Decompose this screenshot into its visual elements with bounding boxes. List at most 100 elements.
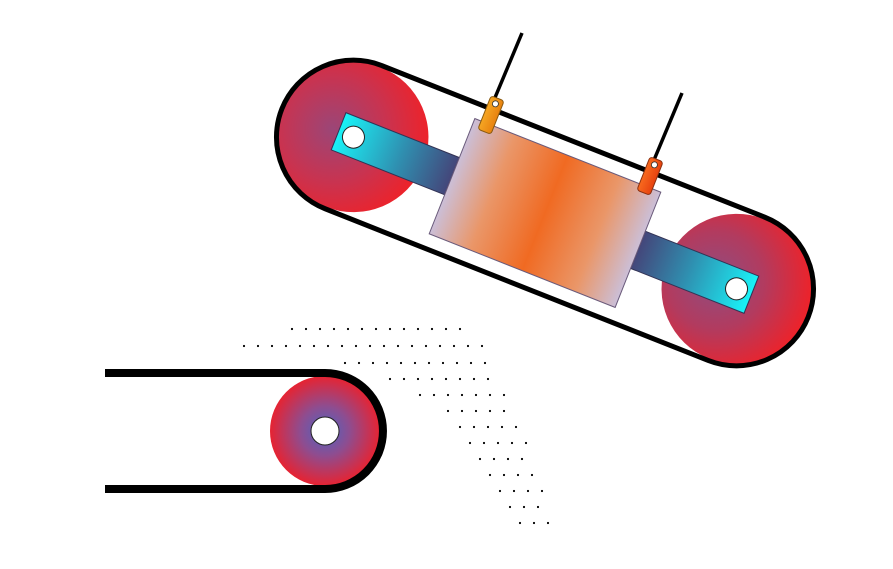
spray-dot — [402, 327, 406, 331]
spray-dot — [438, 344, 442, 348]
spray-dot — [256, 344, 260, 348]
spray-dot — [298, 344, 302, 348]
spray-dot — [458, 377, 462, 381]
spray-dot — [474, 393, 478, 397]
spray-dot — [502, 473, 506, 477]
spray-dot — [284, 344, 288, 348]
spray-dot — [242, 344, 246, 348]
spray-dot — [441, 361, 445, 365]
spray-dot — [326, 344, 330, 348]
spray-dot — [430, 327, 434, 331]
spray-dot — [410, 344, 414, 348]
spray-dot — [432, 393, 436, 397]
spray-dot — [318, 327, 322, 331]
lower-conveyor-assembly — [105, 369, 387, 493]
lower-belt — [105, 369, 387, 493]
spray-dot — [514, 425, 518, 429]
spray-dot — [518, 521, 522, 525]
spray-dot — [512, 489, 516, 493]
spray-dot — [516, 473, 520, 477]
upper-conveyor-assembly — [273, 57, 817, 369]
spray-dot — [343, 361, 347, 365]
spray-dot — [488, 393, 492, 397]
spray-dot — [458, 327, 462, 331]
spray-dot — [524, 441, 528, 445]
spray-dot — [500, 425, 504, 429]
spray-dot — [270, 344, 274, 348]
central-body — [428, 117, 662, 309]
spray-dot — [526, 489, 530, 493]
spray-dot — [496, 441, 500, 445]
spray-dot — [385, 361, 389, 365]
spray-dot — [399, 361, 403, 365]
spray-dot — [416, 327, 420, 331]
spray-dot — [508, 505, 512, 509]
spray-dot — [530, 473, 534, 477]
spray-dot — [446, 393, 450, 397]
dotted-spray-pattern — [242, 327, 550, 525]
upper-belt — [273, 57, 817, 369]
spray-dot — [368, 344, 372, 348]
spray-dot — [482, 441, 486, 445]
spray-dot — [492, 457, 496, 461]
spray-dot — [488, 473, 492, 477]
spray-dot — [427, 361, 431, 365]
spray-dot — [455, 361, 459, 365]
spray-dot — [502, 409, 506, 413]
spray-dot — [520, 457, 524, 461]
spray-dot — [472, 425, 476, 429]
spray-dot — [506, 457, 510, 461]
spray-dot — [469, 361, 473, 365]
spray-dot — [486, 425, 490, 429]
spray-dot — [536, 505, 540, 509]
spray-dot — [312, 344, 316, 348]
spray-dot — [340, 344, 344, 348]
spray-dot — [532, 521, 536, 525]
right-wire — [652, 92, 684, 161]
spray-dot — [472, 377, 476, 381]
spray-dot — [354, 344, 358, 348]
spray-dot — [402, 377, 406, 381]
spray-dot — [388, 377, 392, 381]
spray-dot — [502, 393, 506, 397]
spray-dot — [474, 409, 478, 413]
spray-dot — [488, 409, 492, 413]
spray-dot — [466, 344, 470, 348]
spray-dot — [444, 327, 448, 331]
spray-dot — [478, 457, 482, 461]
right-clip — [637, 157, 663, 195]
spray-dot — [460, 409, 464, 413]
spray-dot — [468, 441, 472, 445]
spray-dot — [510, 441, 514, 445]
right-axle-hole — [725, 277, 749, 301]
spray-dot — [382, 344, 386, 348]
spray-dot — [446, 409, 450, 413]
wire-clips — [478, 32, 684, 195]
spray-dot — [388, 327, 392, 331]
spray-dot — [430, 377, 434, 381]
spray-dot — [360, 327, 364, 331]
lower-axle-hole — [310, 416, 340, 446]
spray-dot — [452, 344, 456, 348]
spray-dot — [374, 327, 378, 331]
spray-dot — [418, 393, 422, 397]
spray-dot — [444, 377, 448, 381]
spray-dot — [460, 393, 464, 397]
spray-dot — [357, 361, 361, 365]
left-clip — [478, 96, 504, 134]
spray-dot — [371, 361, 375, 365]
left-axle-hole — [341, 125, 365, 149]
spray-dot — [480, 344, 484, 348]
spray-dot — [396, 344, 400, 348]
spray-dot — [424, 344, 428, 348]
spray-dot — [290, 327, 294, 331]
spray-dot — [486, 377, 490, 381]
spray-dot — [458, 425, 462, 429]
spray-dot — [413, 361, 417, 365]
spray-dot — [483, 361, 487, 365]
left-wire — [492, 32, 524, 101]
spray-dot — [546, 521, 550, 525]
spray-dot — [416, 377, 420, 381]
